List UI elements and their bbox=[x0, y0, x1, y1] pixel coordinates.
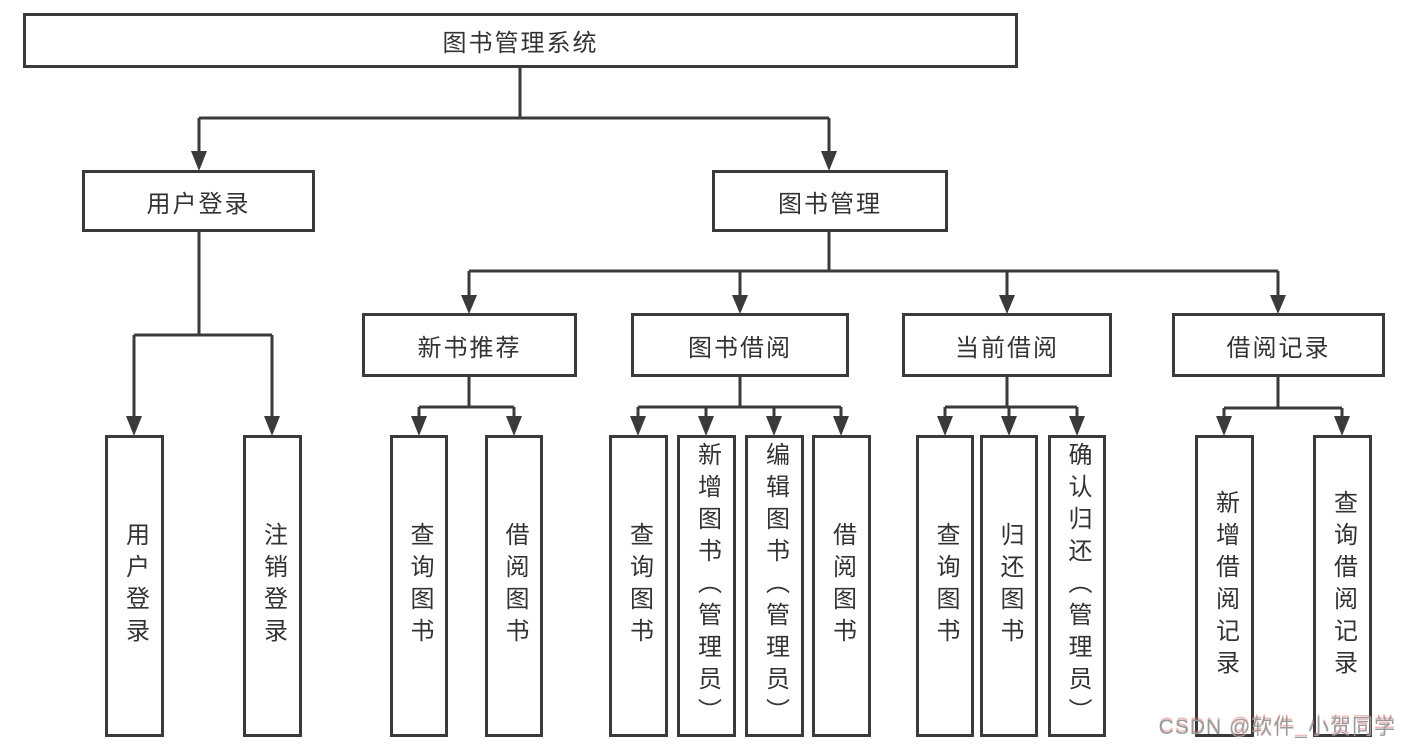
node-new-book-recommendation-label: 新书推荐 bbox=[417, 334, 522, 362]
arrow-head bbox=[1270, 295, 1286, 314]
arrow-head bbox=[833, 416, 849, 436]
connector-borrowing-records bbox=[1216, 377, 1350, 436]
node-user-login: 用户登录 bbox=[82, 170, 315, 232]
node-root: 图书管理系统 bbox=[23, 13, 1018, 68]
leaf-borrowing-query-books-label: 查询图书 bbox=[625, 522, 653, 650]
leaf-current-confirm-return-admin: 确认归还（管理员） bbox=[1048, 435, 1106, 737]
connector-current-borrowing bbox=[937, 377, 1085, 436]
arrow-head bbox=[1216, 416, 1232, 436]
node-book-management-label: 图书管理 bbox=[778, 190, 882, 218]
node-current-borrowing-label: 当前借阅 bbox=[955, 334, 1059, 362]
connector-book-borrowing bbox=[630, 377, 849, 436]
leaf-records-query-record-label: 查询借阅记录 bbox=[1329, 490, 1357, 682]
leaf-records-add-record-label: 新增借阅记录 bbox=[1211, 490, 1239, 682]
arrow-head bbox=[1334, 416, 1350, 436]
node-book-borrowing-label: 图书借阅 bbox=[688, 334, 792, 362]
node-new-book-recommendation: 新书推荐 bbox=[362, 313, 577, 377]
node-borrowing-records-label: 借阅记录 bbox=[1226, 334, 1331, 362]
leaf-current-confirm-return-admin-label: 确认归还（管理员） bbox=[1064, 442, 1091, 730]
arrow-head bbox=[191, 151, 207, 171]
arrow-head bbox=[264, 416, 280, 436]
arrow-head bbox=[461, 295, 477, 314]
leaf-borrowing-borrow-books-label: 借阅图书 bbox=[828, 522, 856, 650]
leaf-current-return-books-label: 归还图书 bbox=[996, 522, 1023, 650]
leaf-logout-label: 注销登录 bbox=[259, 522, 287, 650]
leaf-current-query-books: 查询图书 bbox=[916, 435, 974, 737]
leaf-borrowing-add-books-admin: 新增图书（管理员） bbox=[677, 435, 736, 737]
watermark: CSDN @软件_小贺同学 bbox=[1158, 716, 1396, 739]
leaf-borrowing-borrow-books: 借阅图书 bbox=[812, 435, 871, 737]
arrow-head bbox=[411, 416, 427, 436]
arrow-head bbox=[1001, 416, 1017, 436]
arrow-head bbox=[821, 151, 837, 171]
arrow-head bbox=[937, 416, 953, 436]
arrow-head bbox=[126, 416, 142, 436]
leaf-borrowing-add-books-admin-label: 新增图书（管理员） bbox=[693, 442, 721, 730]
leaf-records-query-record: 查询借阅记录 bbox=[1313, 435, 1372, 737]
leaf-borrowing-edit-books-admin-label: 编辑图书（管理员） bbox=[761, 442, 789, 730]
leaf-current-return-books: 归还图书 bbox=[980, 435, 1038, 737]
leaf-newbook-query-books-label: 查询图书 bbox=[406, 522, 433, 650]
arrow-head bbox=[999, 295, 1015, 314]
leaf-newbook-borrow-books-label: 借阅图书 bbox=[501, 522, 528, 650]
node-user-login-label: 用户登录 bbox=[146, 190, 251, 218]
leaf-current-query-books-label: 查询图书 bbox=[932, 522, 959, 650]
leaf-user-login-label: 用户登录 bbox=[121, 522, 149, 650]
connector-root bbox=[191, 68, 837, 171]
leaf-borrowing-query-books: 查询图书 bbox=[609, 435, 668, 737]
arrow-head bbox=[732, 295, 748, 314]
leaf-newbook-borrow-books: 借阅图书 bbox=[485, 435, 543, 737]
arrow-head bbox=[698, 416, 714, 436]
arrow-head bbox=[1069, 416, 1085, 436]
arrow-head bbox=[766, 416, 782, 436]
leaf-user-login: 用户登录 bbox=[105, 435, 164, 737]
node-book-borrowing: 图书借阅 bbox=[631, 313, 849, 377]
leaf-newbook-query-books: 查询图书 bbox=[390, 435, 448, 737]
arrow-head bbox=[506, 416, 522, 436]
connector-book-management bbox=[461, 232, 1286, 314]
leaf-records-add-record: 新增借阅记录 bbox=[1195, 435, 1254, 737]
node-book-management: 图书管理 bbox=[712, 170, 948, 232]
leaf-borrowing-edit-books-admin: 编辑图书（管理员） bbox=[745, 435, 804, 737]
node-borrowing-records: 借阅记录 bbox=[1172, 313, 1385, 377]
leaf-logout: 注销登录 bbox=[243, 435, 302, 737]
node-current-borrowing: 当前借阅 bbox=[902, 313, 1112, 377]
node-root-label: 图书管理系统 bbox=[442, 30, 599, 57]
connector-user-login bbox=[126, 232, 280, 436]
connector-new-book-recommendation bbox=[411, 377, 522, 436]
arrow-head bbox=[630, 416, 646, 436]
